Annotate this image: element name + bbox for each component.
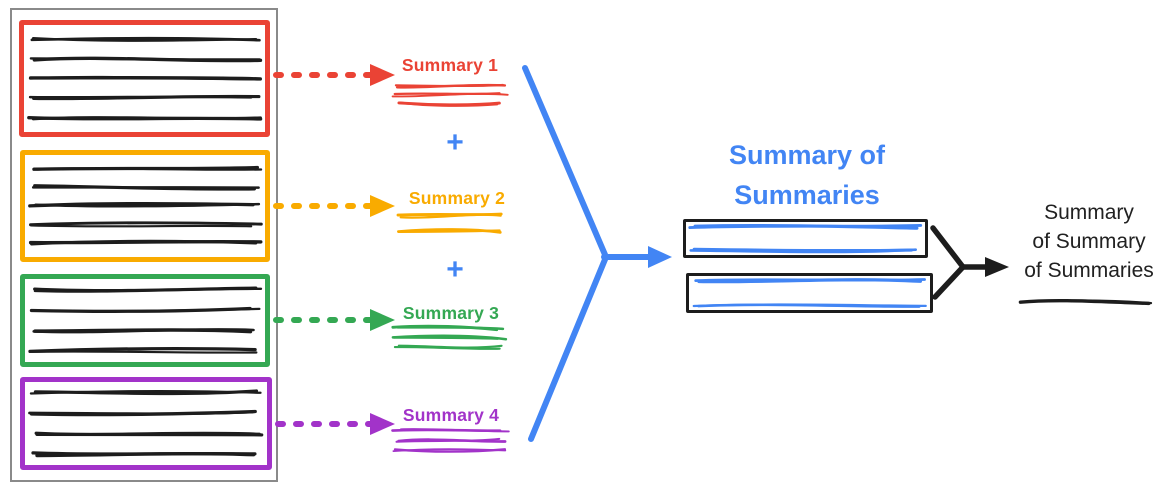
summary-3-label: Summary 3	[402, 303, 500, 323]
summary-4-label: Summary 4	[402, 405, 500, 425]
plus-operator-2: +	[446, 253, 464, 286]
document-4	[20, 377, 272, 470]
summary-of-summaries-box-1	[683, 219, 928, 258]
dashed-arrow-purple-icon	[275, 413, 395, 435]
final-summary-title: Summary of Summary of Summaries	[1024, 201, 1154, 282]
dashed-arrow-green-icon	[273, 309, 395, 331]
summary-of-summaries-box-2-scribbles	[692, 278, 927, 308]
summary-2-label: Summary 2	[408, 188, 506, 208]
document-2	[20, 150, 270, 262]
summary-of-summaries-box-2	[686, 273, 933, 313]
merge-arrow-blue-icon	[522, 65, 672, 442]
merge-arrow-black-icon	[930, 225, 1009, 300]
dashed-arrow-orange-icon	[273, 195, 395, 217]
summary-of-summaries-box-1-scribbles	[688, 223, 923, 254]
document-4-text-scribbles	[28, 389, 264, 458]
summary-1-label: Summary 1	[401, 55, 499, 75]
plus-operator-1: +	[446, 126, 464, 159]
summary-4-scribble	[391, 428, 510, 453]
document-3-text-scribbles	[28, 286, 263, 354]
final-summary-scribble	[1018, 298, 1153, 306]
document-2-text-scribbles	[28, 165, 263, 246]
summary-1-scribble	[391, 83, 509, 107]
document-1	[19, 20, 270, 137]
summary-3-scribble	[391, 324, 508, 350]
dashed-arrow-red-icon	[273, 64, 395, 86]
document-3	[20, 274, 270, 367]
summary-2-scribble	[396, 212, 503, 234]
summary-of-summaries-title: Summary of Summaries	[728, 140, 886, 210]
document-1-text-scribbles	[27, 36, 263, 121]
